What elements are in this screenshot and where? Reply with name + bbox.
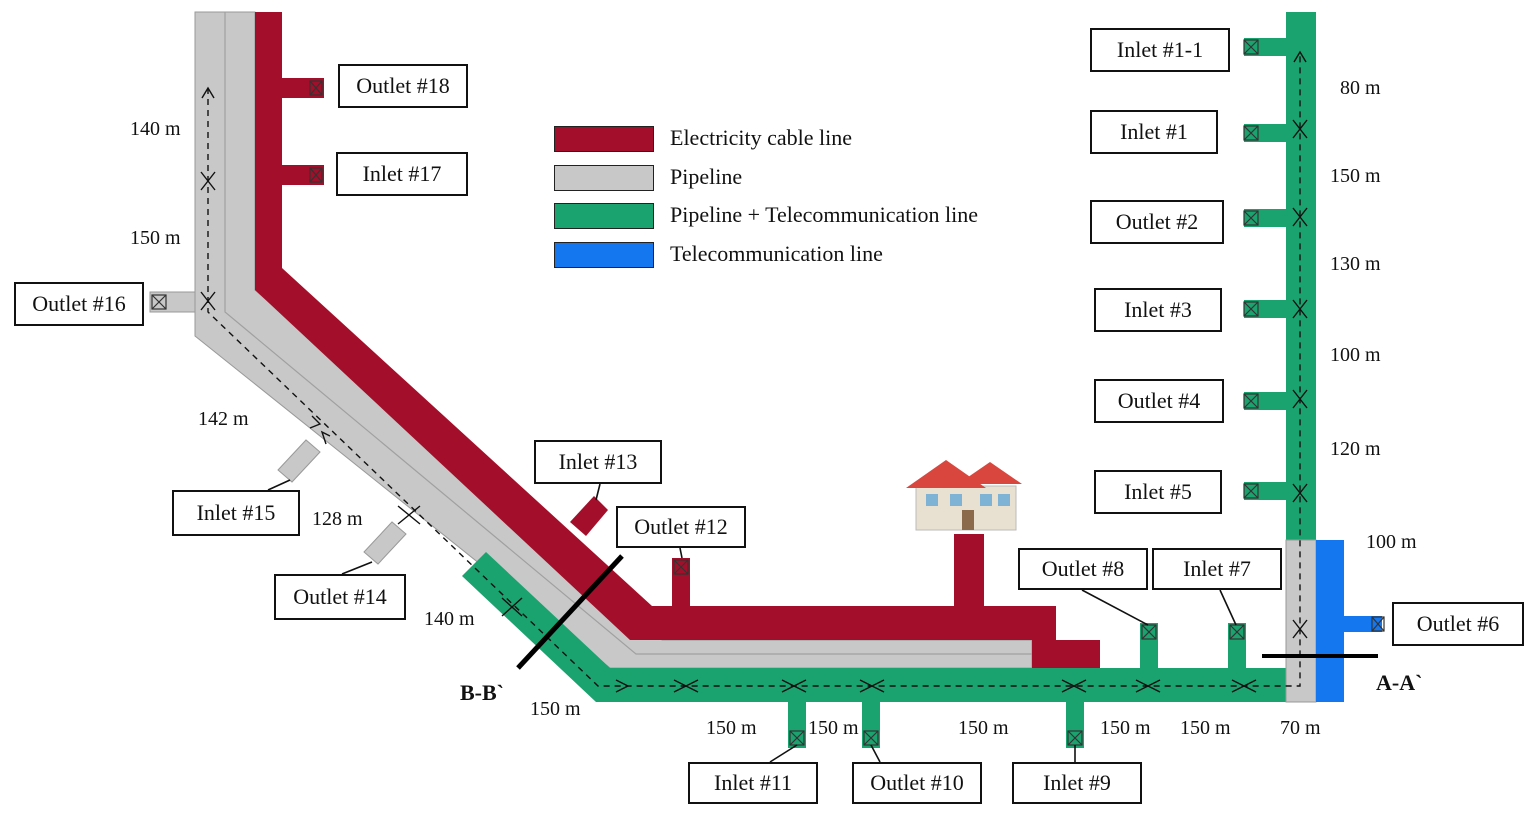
outlet-10-stub (862, 702, 880, 748)
label-inlet-1-1: Inlet #1-1 (1090, 28, 1230, 72)
pipeline-telecom-segment-right (1286, 12, 1316, 540)
leader-lines (267, 479, 1237, 763)
right-side-stubs (788, 38, 1286, 748)
label-outlet-6: Outlet #6 (1392, 602, 1524, 646)
outlet-18-stub (282, 78, 324, 98)
legend-label-electricity: Electricity cable line (670, 125, 853, 150)
label-outlet-4: Outlet #4 (1094, 379, 1224, 423)
pipeline-divider (224, 12, 1032, 655)
valve-inlet-17 (309, 167, 323, 183)
legend-label-pipeline: Pipeline (670, 164, 743, 189)
distance-120: 120 m (1330, 438, 1381, 460)
outlet-4-stub (1244, 392, 1286, 410)
distance-130: 130 m (1330, 253, 1381, 275)
label-outlet-2: Outlet #2 (1090, 200, 1224, 244)
label-outlet-10: Outlet #10 (852, 762, 982, 804)
legend-swatch-pipeline-telecom (554, 203, 654, 229)
inlet-17-stub (282, 165, 324, 185)
legend-swatch-electricity (554, 126, 654, 152)
house-icon (906, 460, 1022, 531)
inlet-13-stub (570, 496, 608, 536)
distance-140-top: 140 m (130, 118, 181, 140)
valve-markers (151, 39, 1385, 746)
distance-142: 142 m (198, 408, 249, 430)
distance-150-left: 150 m (130, 227, 181, 249)
valve-outlet-4 (1243, 393, 1259, 409)
label-inlet-1: Inlet #1 (1090, 110, 1218, 154)
inlet-9-stub (1066, 702, 1084, 748)
legend-label-pipeline-telecom: Pipeline + Telecommunication line (670, 202, 978, 227)
valve-outlet-6 (1371, 616, 1385, 632)
distance-150-bottom-3: 150 m (958, 717, 1009, 739)
valve-inlet-1 (1243, 125, 1259, 141)
valve-inlet-3 (1243, 301, 1259, 317)
label-inlet-11: Inlet #11 (688, 762, 818, 804)
valve-inlet-7 (1229, 624, 1245, 640)
legend-swatch-pipeline (554, 165, 654, 191)
inlet-3-stub (1244, 300, 1286, 318)
legend-label-telecom: Telecommunication line (670, 241, 883, 266)
inlet-1-1-stub (1244, 38, 1286, 56)
distance-70: 70 m (1280, 717, 1321, 739)
label-inlet-5: Inlet #5 (1094, 470, 1222, 514)
inlet-15-stub (277, 439, 321, 483)
distance-150-bottom-2: 150 m (808, 717, 859, 739)
distance-150-bottom-5: 150 m (1180, 717, 1231, 739)
section-label-bb: B-B` (460, 680, 504, 705)
valve-outlet-18 (309, 80, 323, 96)
label-inlet-9: Inlet #9 (1012, 762, 1142, 804)
inlet-5-stub (1244, 482, 1286, 500)
distance-150-bottom-1: 150 m (706, 717, 757, 739)
section-label-aa: A-A` (1376, 670, 1423, 695)
outlet-16-stub (149, 291, 196, 313)
label-inlet-17: Inlet #17 (336, 152, 468, 196)
distance-128: 128 m (312, 508, 363, 530)
label-outlet-12: Outlet #12 (616, 506, 746, 548)
inlet-1-stub (1244, 124, 1286, 142)
outlet-12-stub (672, 558, 690, 606)
distance-140-lower: 140 m (424, 608, 475, 630)
flow-markers (200, 50, 1308, 693)
inlet-11-stub (788, 702, 806, 748)
label-outlet-18: Outlet #18 (338, 64, 468, 108)
outlet-8-stub (1140, 623, 1158, 668)
label-outlet-14: Outlet #14 (274, 574, 406, 620)
distance-100-right: 100 m (1330, 344, 1381, 366)
distance-150-right: 150 m (1330, 165, 1381, 187)
label-inlet-15: Inlet #15 (172, 490, 300, 536)
valve-outlet-12 (673, 559, 689, 575)
inlet-7-stub (1228, 623, 1246, 668)
valve-inlet-1-1 (1243, 39, 1259, 55)
electricity-riser-house (954, 534, 984, 608)
distance-150-bottom-4: 150 m (1100, 717, 1151, 739)
valve-outlet-8 (1141, 624, 1157, 640)
distance-100-right-lower: 100 m (1366, 531, 1417, 553)
telecom-segment-right (1316, 540, 1344, 702)
distance-80: 80 m (1340, 77, 1381, 99)
valve-outlet-2 (1243, 210, 1259, 226)
label-inlet-7: Inlet #7 (1152, 548, 1282, 590)
label-inlet-3: Inlet #3 (1094, 288, 1222, 332)
section-line-bb (516, 554, 624, 670)
valve-inlet-5 (1243, 483, 1259, 499)
label-outlet-16: Outlet #16 (14, 282, 144, 326)
outlet-2-stub (1244, 209, 1286, 227)
label-outlet-8: Outlet #8 (1018, 548, 1148, 590)
flow-path (207, 52, 1301, 687)
distance-150-corner: 150 m (530, 698, 581, 720)
legend-swatch-telecom (554, 242, 654, 268)
label-inlet-13: Inlet #13 (534, 440, 662, 484)
valve-outlet-16 (151, 294, 167, 310)
outlet-6-stub (1344, 616, 1382, 632)
pipeline-segment-right (1285, 539, 1317, 703)
outlet-14-stub (363, 521, 407, 565)
pipeline-telecom-segment-bottom (462, 552, 1288, 702)
